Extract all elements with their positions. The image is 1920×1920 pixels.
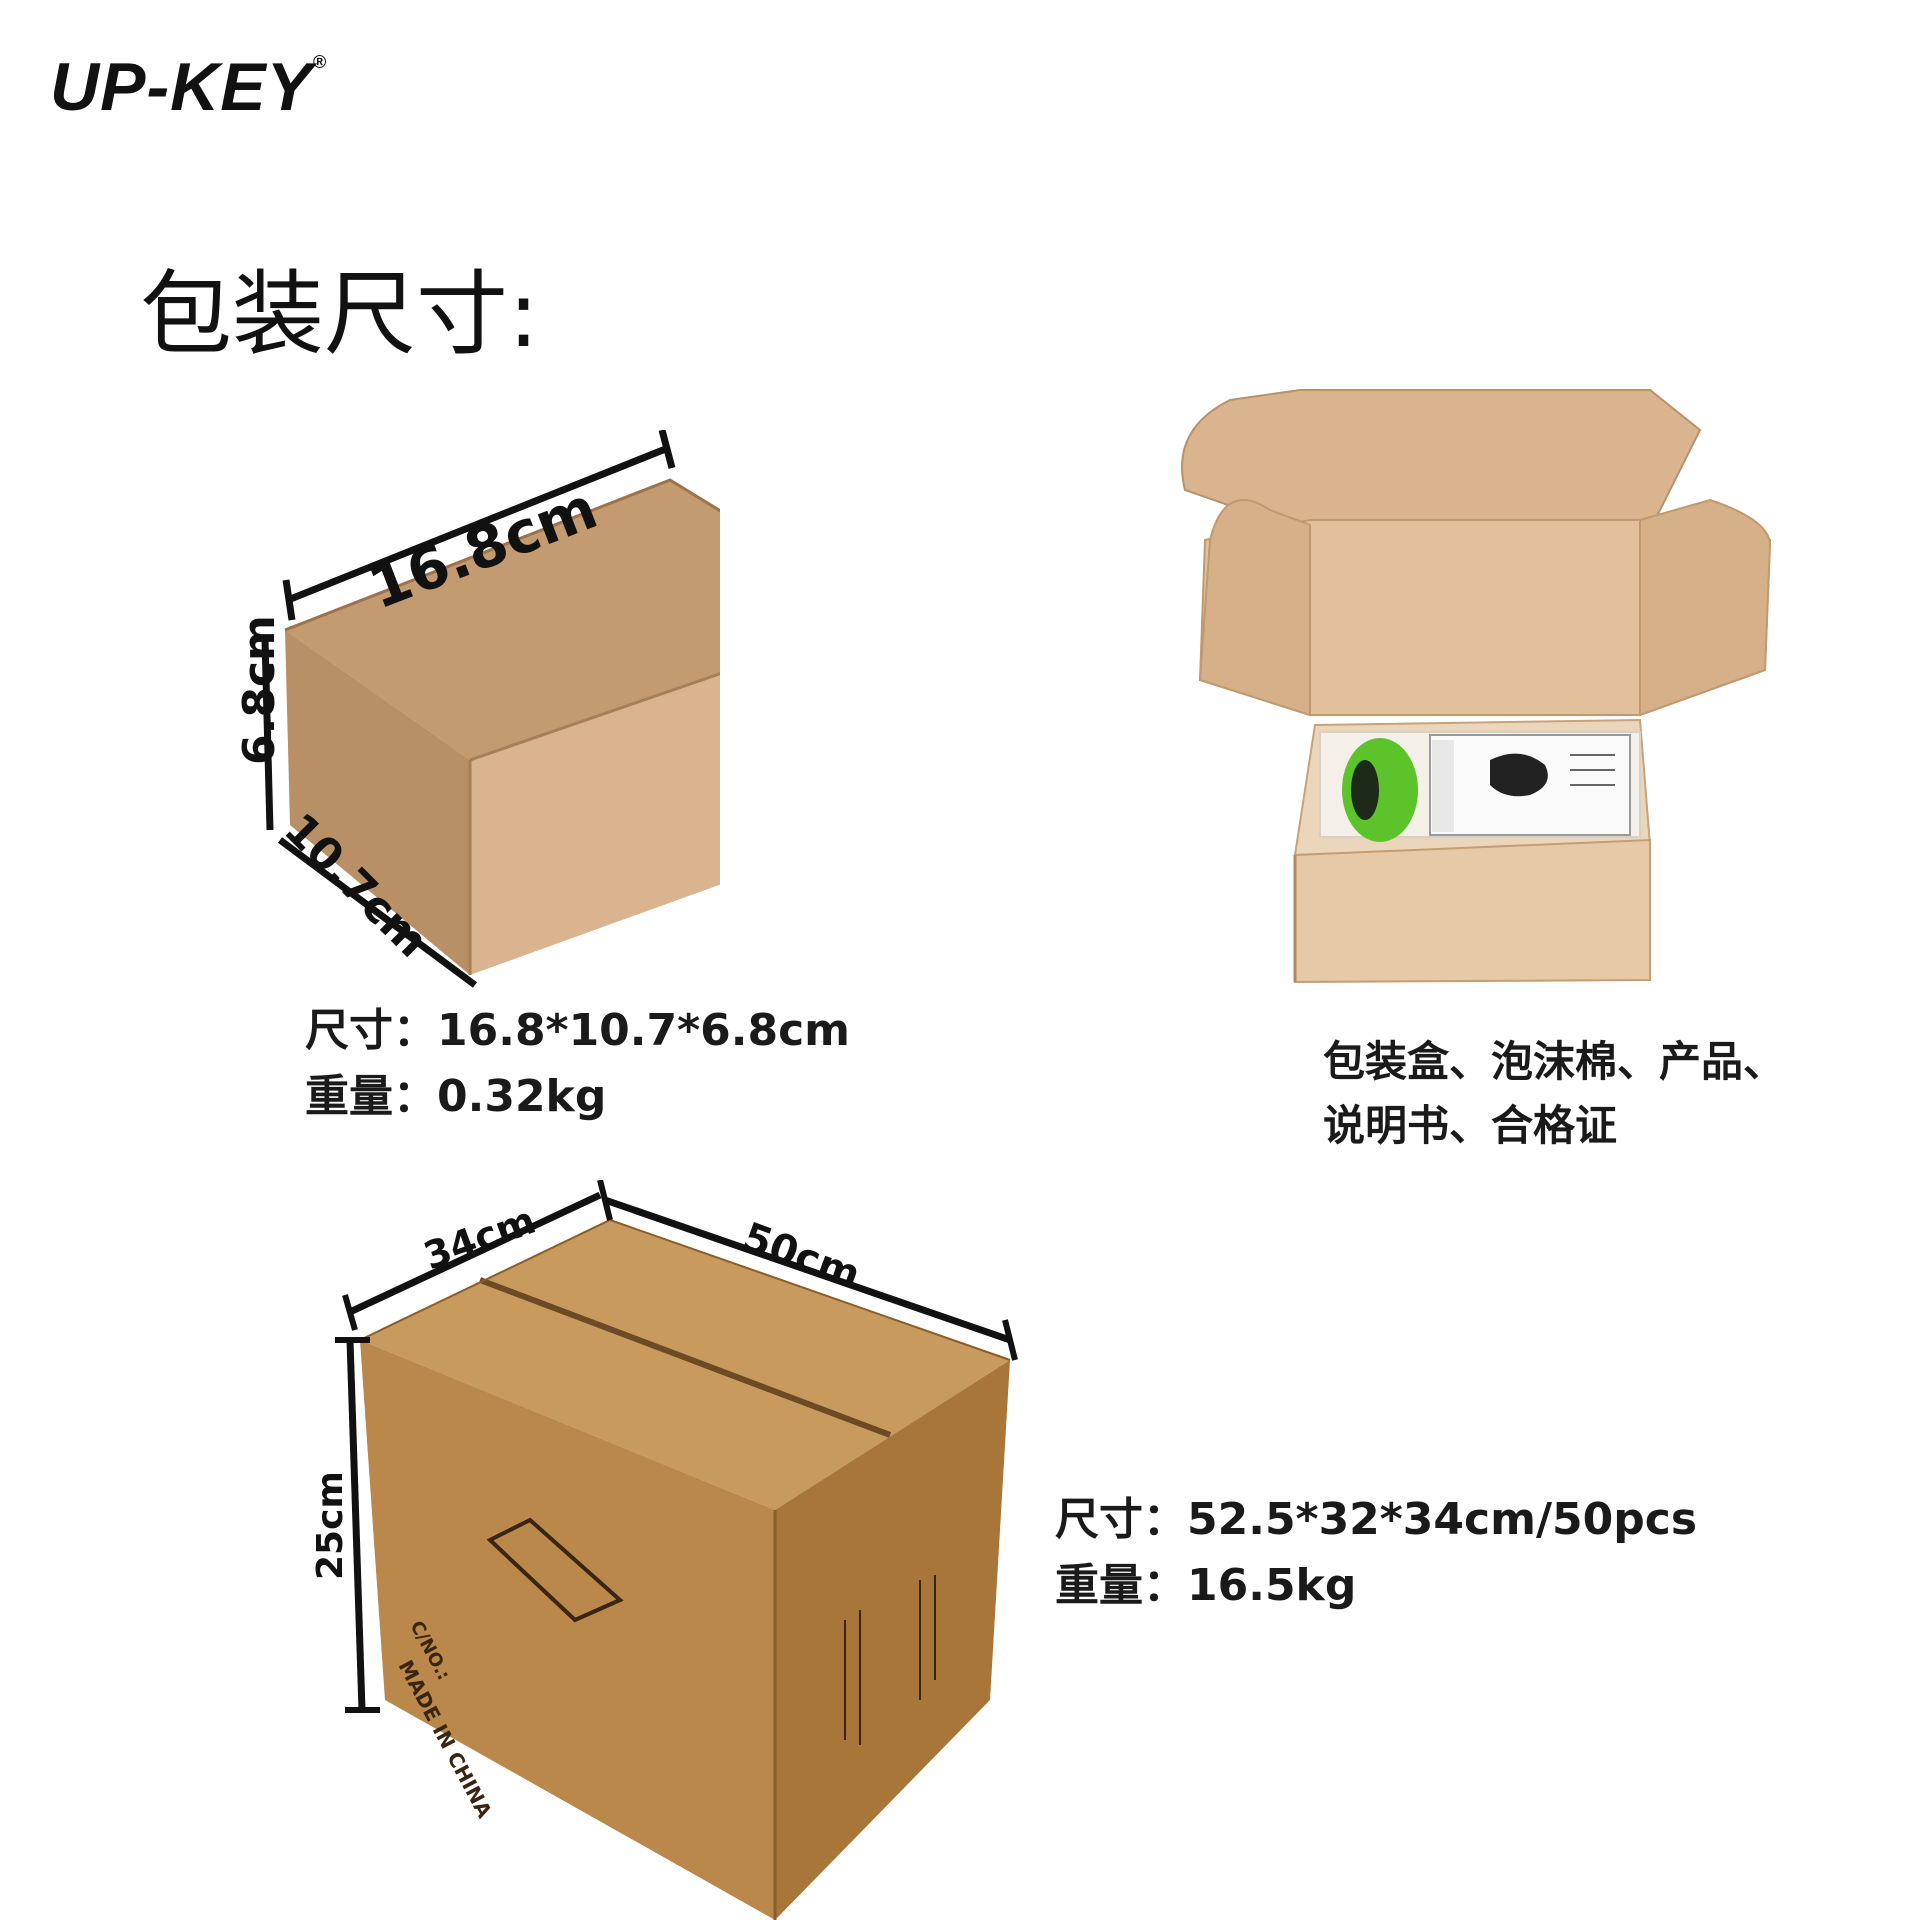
small-box-length-label: 16.8cm — [360, 474, 606, 623]
page-title: 包装尺寸: — [140, 261, 539, 368]
carton-depth-dim-line — [348, 1191, 602, 1316]
open-box-illustration — [1181, 389, 1772, 984]
carton-size-text: 尺寸：52.5*32*34cm/50pcs — [1055, 1494, 1698, 1545]
carton-labels: 34cm 50cm 25cm C/NO.: MADE IN CHINA — [310, 1198, 866, 1822]
open-box-front-wall — [1294, 838, 1651, 984]
brand-logo-text: UP-KEY — [50, 49, 313, 125]
carton-length-dim-line — [603, 1196, 1012, 1344]
carton-height-dim-line — [346, 1339, 366, 1711]
small-box-top-face — [285, 480, 720, 760]
small-box-illustration — [261, 430, 720, 988]
small-box-width-label: 10.7cm — [274, 804, 438, 968]
carton-height-label: 25cm — [310, 1471, 351, 1580]
small-box-specs: 尺寸：16.8*10.7*6.8cm 重量：0.32kg — [305, 998, 850, 1130]
carton-top-face — [360, 1220, 1010, 1510]
carton-origin-print: MADE IN CHINA — [394, 1656, 498, 1822]
contents-line-2: 说明书、合格证 — [1323, 1101, 1618, 1150]
small-box-front-face — [470, 673, 720, 975]
small-box-height-label: 6.8cm — [234, 615, 285, 765]
contents-line-1: 包装盒、泡沫棉、产品、 — [1323, 1037, 1786, 1086]
carton-specs: 尺寸：52.5*32*34cm/50pcs 重量：16.5kg — [1055, 1487, 1697, 1619]
registered-mark: ® — [312, 52, 328, 72]
carton-length-label: 50cm — [737, 1214, 866, 1299]
small-box-size-text: 尺寸：16.8*10.7*6.8cm — [305, 1005, 851, 1056]
carton-weight-text: 重量：16.5kg — [1055, 1560, 1357, 1611]
carton-front-face — [360, 1340, 775, 1920]
open-box-contents-list: 包装盒、泡沫棉、产品、 说明书、合格证 — [1323, 1030, 1785, 1158]
small-box-width-dim-line — [277, 837, 478, 988]
carton-depth-label: 34cm — [418, 1198, 541, 1279]
carton-diamond-mark — [486, 1517, 624, 1623]
small-box-length-dim-line — [286, 444, 670, 604]
carton-side-face — [775, 1360, 1010, 1920]
small-box-side-face — [285, 630, 470, 975]
small-box-weight-text: 重量：0.32kg — [305, 1071, 607, 1122]
brand-logo: UP-KEY® — [50, 48, 327, 126]
small-box-height-dim-line — [261, 639, 274, 831]
carton-illustration — [335, 1180, 1018, 1920]
small-box-labels: 16.8cm 6.8cm 10.7cm — [234, 474, 606, 968]
